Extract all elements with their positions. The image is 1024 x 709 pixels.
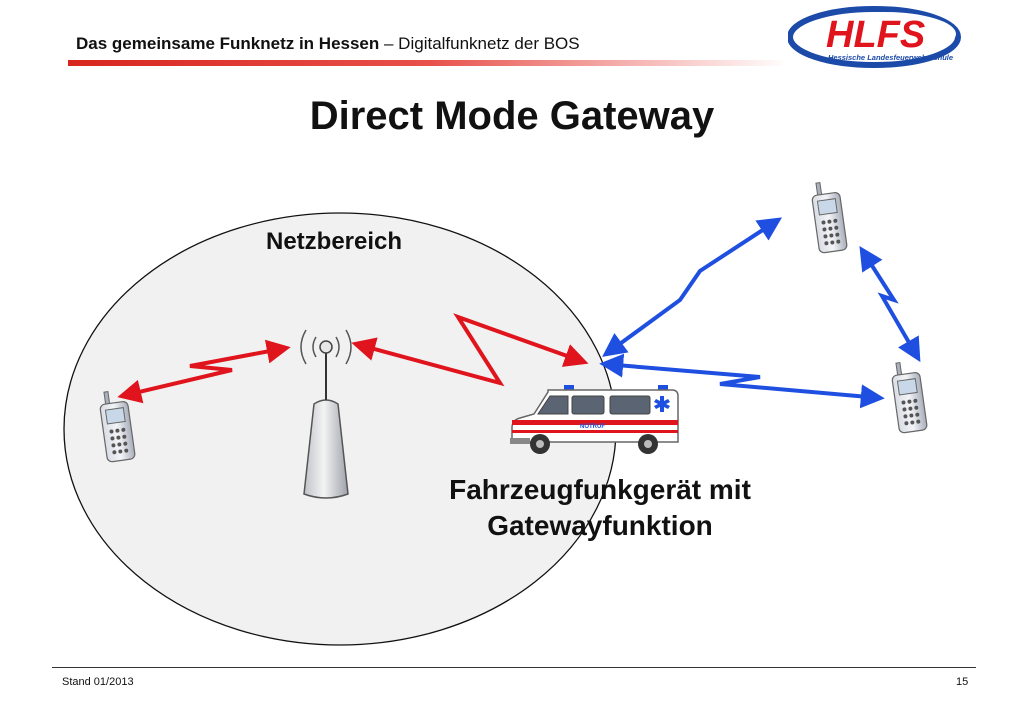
- network-area-label: Netzbereich: [266, 228, 403, 255]
- vehicle-label-line1: Fahrzeugfunkgerät mit: [449, 474, 751, 505]
- network-link-right: [351, 313, 589, 387]
- header-bar: [68, 60, 788, 66]
- handheld-radio-icon-left: [99, 391, 136, 463]
- header-title: Das gemeinsame Funknetz in Hessen – Digi…: [76, 34, 580, 54]
- vehicle-label: Fahrzeugfunkgerät mit Gatewayfunktion: [400, 472, 800, 544]
- footer-divider: [52, 667, 976, 668]
- logo-text: HLFS: [826, 14, 925, 56]
- base-station-icon: [300, 329, 352, 499]
- handheld-radio-icon-bottom-right: [891, 362, 928, 434]
- direct-mode-link-bottom: [599, 353, 885, 409]
- footer-date: Stand 01/2013: [62, 676, 134, 688]
- network-link-left: [117, 339, 291, 404]
- handheld-radio-icon-top-right: [811, 182, 848, 254]
- vehicle-label-line2: Gatewayfunktion: [487, 510, 713, 541]
- logo-subtitle: Hessische Landesfeuerwehrschule: [828, 53, 953, 62]
- vehicle-side-text: NOTRUF: [580, 424, 605, 430]
- hlfs-logo: HLFS Hessische Landesfeuerwehrschule: [788, 6, 961, 68]
- slide-title: Direct Mode Gateway: [309, 94, 715, 138]
- header-title-rest: – Digitalfunknetz der BOS: [379, 34, 580, 53]
- header-title-bold: Das gemeinsame Funknetz in Hessen: [76, 34, 380, 53]
- direct-mode-link-top: [602, 217, 783, 357]
- page-number: 15: [956, 676, 969, 688]
- ambulance-icon: NOTRUF: [510, 385, 679, 454]
- direct-mode-link-right: [859, 245, 921, 363]
